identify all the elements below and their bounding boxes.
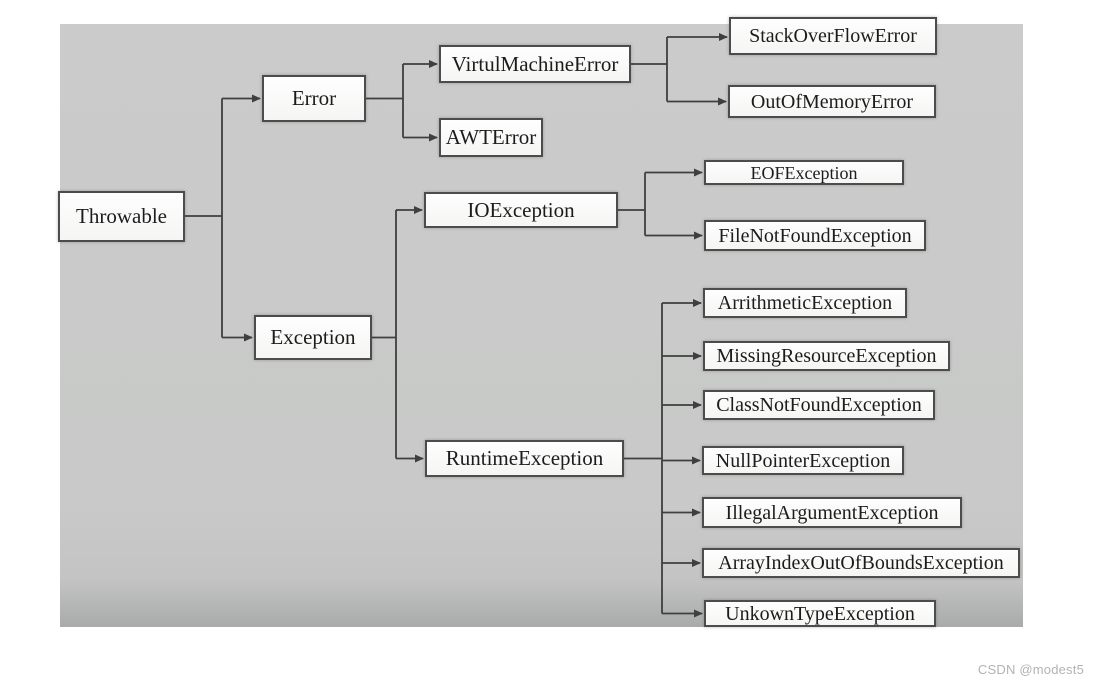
edges-from-runtime-exception xyxy=(624,299,703,618)
edges-from-error xyxy=(366,60,438,142)
node-missing-resource-exception: MissingResourceException xyxy=(703,341,950,371)
node-array-index-out-of-bounds-exception: ArrayIndexOutOfBoundsException xyxy=(702,548,1020,578)
watermark: CSDN @modest5 xyxy=(977,662,1084,677)
node-virtul-machine-error: VirtulMachineError xyxy=(439,45,631,83)
node-runtime-exception: RuntimeException xyxy=(425,440,624,477)
node-error: Error xyxy=(262,75,366,122)
edges-from-io-exception xyxy=(618,168,703,240)
node-exception: Exception xyxy=(254,315,372,360)
edges-from-throwable xyxy=(185,94,261,342)
node-null-pointer-exception: NullPointerException xyxy=(702,446,904,475)
node-file-not-found-exception: FileNotFoundException xyxy=(704,220,926,251)
node-eof-exception: EOFException xyxy=(704,160,904,185)
node-throwable: Throwable xyxy=(58,191,185,242)
node-io-exception: IOException xyxy=(424,192,618,228)
node-stack-overflow-error: StackOverFlowError xyxy=(729,17,937,55)
node-illegal-argument-exception: IllegalArgumentException xyxy=(702,497,962,528)
edges-from-virtul-machine-error xyxy=(631,33,728,106)
node-out-of-memory-error: OutOfMemoryError xyxy=(728,85,936,118)
edges-from-exception xyxy=(372,206,424,463)
node-arrithmetic-exception: ArrithmeticException xyxy=(703,288,907,318)
node-unkown-type-exception: UnkownTypeException xyxy=(704,600,936,627)
node-awt-error: AWTError xyxy=(439,118,543,157)
node-class-not-found-exception: ClassNotFoundException xyxy=(703,390,935,420)
